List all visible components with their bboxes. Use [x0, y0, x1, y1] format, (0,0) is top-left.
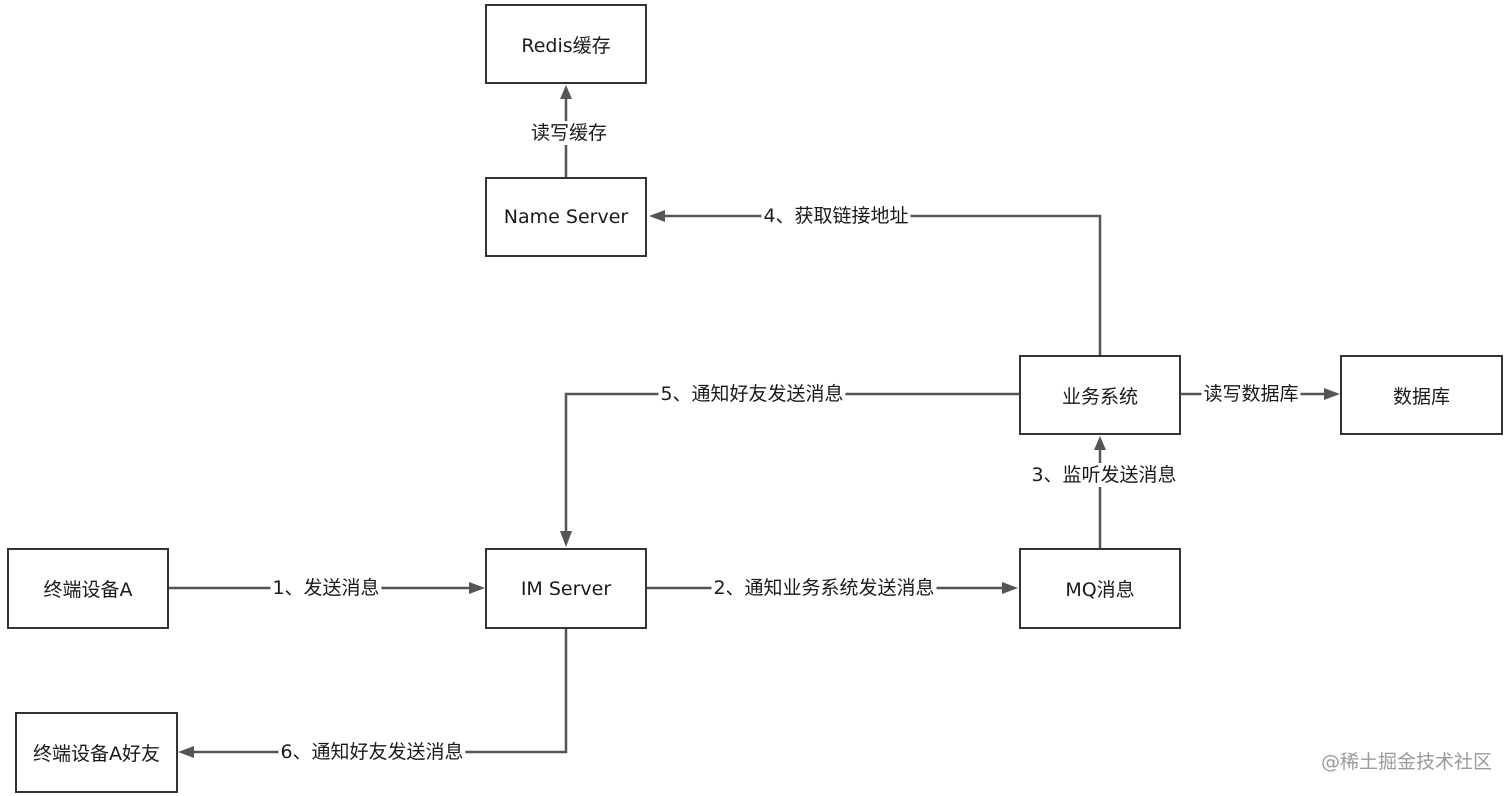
watermark-text: @稀土掘金技术社区	[1320, 751, 1492, 773]
node-im-server: IM Server	[485, 548, 647, 629]
label-notify-friend-send: 5、通知好友发送消息	[658, 382, 846, 406]
edge-notify-friend-send	[564, 392, 1019, 532]
node-database: 数据库	[1340, 355, 1503, 435]
node-terminal-a-friend: 终端设备A好友	[15, 712, 178, 793]
arrowhead-listen-send	[1094, 436, 1106, 450]
node-business-system: 业务系统	[1019, 355, 1181, 435]
arrowhead-notify-business-send	[1002, 582, 1018, 594]
label-notify-friend-send-final: 6、通知好友发送消息	[278, 740, 466, 764]
edge-notify-friend-send-final	[193, 629, 568, 754]
arrowhead-notify-friend-send-final	[178, 746, 194, 758]
node-redis-cache: Redis缓存	[485, 4, 647, 84]
label-rw-cache: 读写缓存	[528, 121, 610, 145]
label-rw-database: 读写数据库	[1201, 382, 1301, 406]
label-listen-send: 3、监听发送消息	[1029, 463, 1179, 487]
node-terminal-a: 终端设备A	[7, 548, 169, 629]
edge-get-link-address	[664, 214, 1102, 355]
node-name-server: Name Server	[485, 177, 647, 257]
node-mq: MQ消息	[1019, 548, 1181, 629]
label-send-message: 1、发送消息	[270, 576, 382, 600]
arrowhead-rw-database	[1324, 388, 1340, 400]
label-get-link-address: 4、获取链接地址	[761, 204, 911, 228]
arrowhead-send-message	[469, 582, 485, 594]
arrowhead-get-link-address	[649, 210, 665, 222]
label-notify-business-send: 2、通知业务系统发送消息	[711, 576, 937, 600]
arrowhead-notify-friend-send	[560, 531, 572, 547]
arrowhead-rw-cache	[560, 85, 572, 99]
